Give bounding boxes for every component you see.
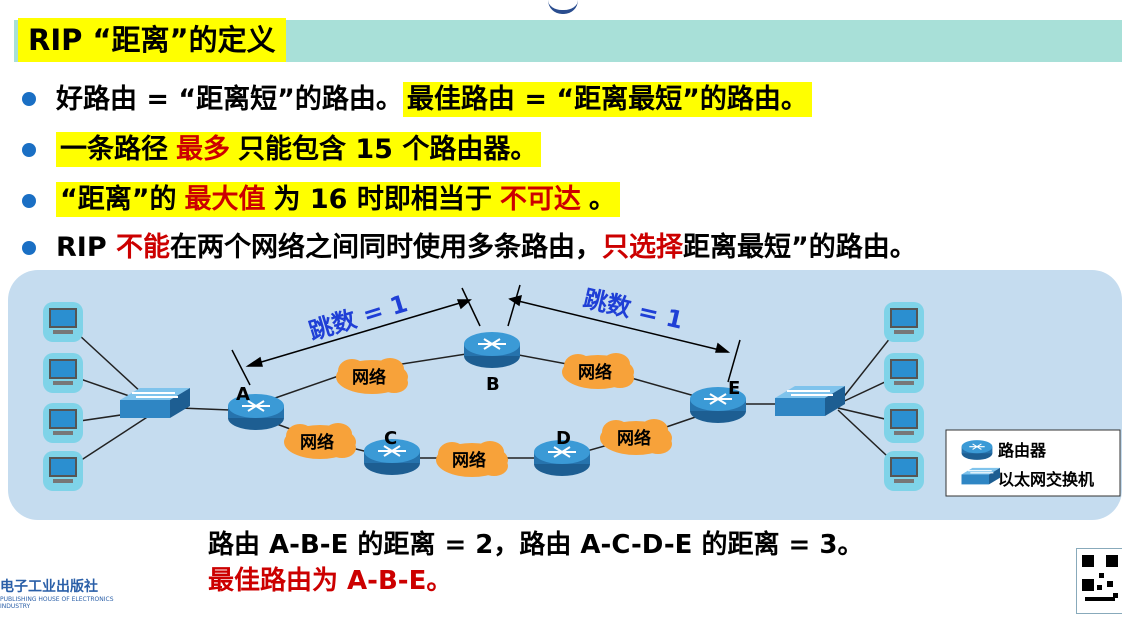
bullet-4-segment-3: 在两个网络之间同时使用多条路由， — [170, 232, 603, 263]
bullet-dot-2 — [22, 143, 36, 157]
svg-text:网络: 网络 — [578, 362, 612, 383]
svg-text:网络: 网络 — [617, 428, 651, 449]
svg-text:以太网交换机: 以太网交换机 — [998, 470, 1094, 489]
switch-icon-right — [774, 385, 846, 417]
bullet-dot-4 — [22, 241, 36, 255]
bullet-4-segment-2: 不能 — [116, 232, 171, 263]
hop-count-label-2: 跳数 = 1 — [581, 285, 686, 335]
bullet-3-segment-3: 为 16 时即相当于 — [269, 182, 496, 217]
bullet-4-segment-4: 只选择 — [602, 232, 684, 263]
bullet-line-3: “距离”的最大值为 16 时即相当于不可达。 — [56, 180, 620, 220]
svg-text:网络: 网络 — [300, 432, 334, 453]
bullet-1-segment-2: 最佳路由 = “距离最短”的路由。 — [402, 82, 812, 117]
publisher-sub: PUBLISHING HOUSE OF ELECTRONICS INDUSTRY — [0, 596, 114, 610]
route-distance-text: 路由 A-B-E 的距离 = 2，路由 A-C-D-E 的距离 = 3。 — [208, 530, 864, 560]
svg-text:网络: 网络 — [452, 450, 486, 471]
cloud-labels: 网络 网络 网络 网络 网络 — [300, 362, 651, 471]
bullet-line-2: 一条路径最多只能包含 15 个路由器。 — [56, 130, 542, 170]
pc-icons-right — [884, 302, 924, 491]
legend: 路由器 以太网交换机 — [945, 429, 1121, 497]
bullet-dot-3 — [22, 194, 36, 208]
bullet-1-segment-1: 好路由 = “距离短”的路由。 — [56, 84, 403, 115]
bullet-3-segment-4: 不可达 — [495, 182, 585, 217]
bullet-3-segment-1: “距离”的 — [56, 182, 181, 217]
top-decoration — [548, 0, 578, 14]
svg-text:B: B — [486, 374, 500, 395]
publisher-logo: 电子工业出版社 PUBLISHING HOUSE OF ELECTRONICS … — [0, 578, 116, 612]
pc-icons-left — [43, 302, 83, 491]
svg-text:路由器: 路由器 — [998, 441, 1047, 460]
hop-count-label-1: 跳数 = 1 — [306, 289, 411, 345]
bullet-4-segment-5: 距离最短”的路由。 — [683, 232, 917, 263]
svg-text:跳数 = 1: 跳数 = 1 — [581, 285, 686, 335]
svg-text:E: E — [728, 378, 740, 399]
router-labels: A B C D E — [236, 374, 740, 449]
bullet-3-segment-2: 最大值 — [180, 182, 270, 217]
bullet-dot-1 — [22, 92, 36, 106]
svg-text:C: C — [384, 428, 397, 449]
bullet-3-segment-5: 。 — [584, 182, 620, 217]
bullet-2-segment-1: 一条路径 — [56, 132, 172, 167]
bullet-2-segment-2: 最多 — [172, 132, 234, 167]
qr-code-icon — [1076, 548, 1122, 614]
bullet-line-4: RIP 不能在两个网络之间同时使用多条路由，只选择距离最短”的路由。 — [56, 228, 917, 268]
bullet-line-1: 好路由 = “距离短”的路由。最佳路由 = “距离最短”的路由。 — [56, 80, 812, 120]
svg-text:跳数 = 1: 跳数 = 1 — [306, 289, 411, 345]
hop-markers — [231, 284, 741, 386]
bullet-4-segment-1: RIP — [56, 232, 117, 263]
publisher-name: 电子工业出版社 — [0, 579, 98, 595]
svg-text:D: D — [556, 428, 571, 449]
svg-text:网络: 网络 — [352, 367, 386, 388]
slide-title: RIP “距离”的定义 — [18, 18, 286, 62]
switch-icon-left — [119, 387, 191, 419]
bullet-2-segment-3: 只能包含 15 个路由器。 — [234, 132, 542, 167]
svg-text:A: A — [236, 384, 250, 405]
best-route-text: 最佳路由为 A-B-E。 — [208, 566, 453, 596]
